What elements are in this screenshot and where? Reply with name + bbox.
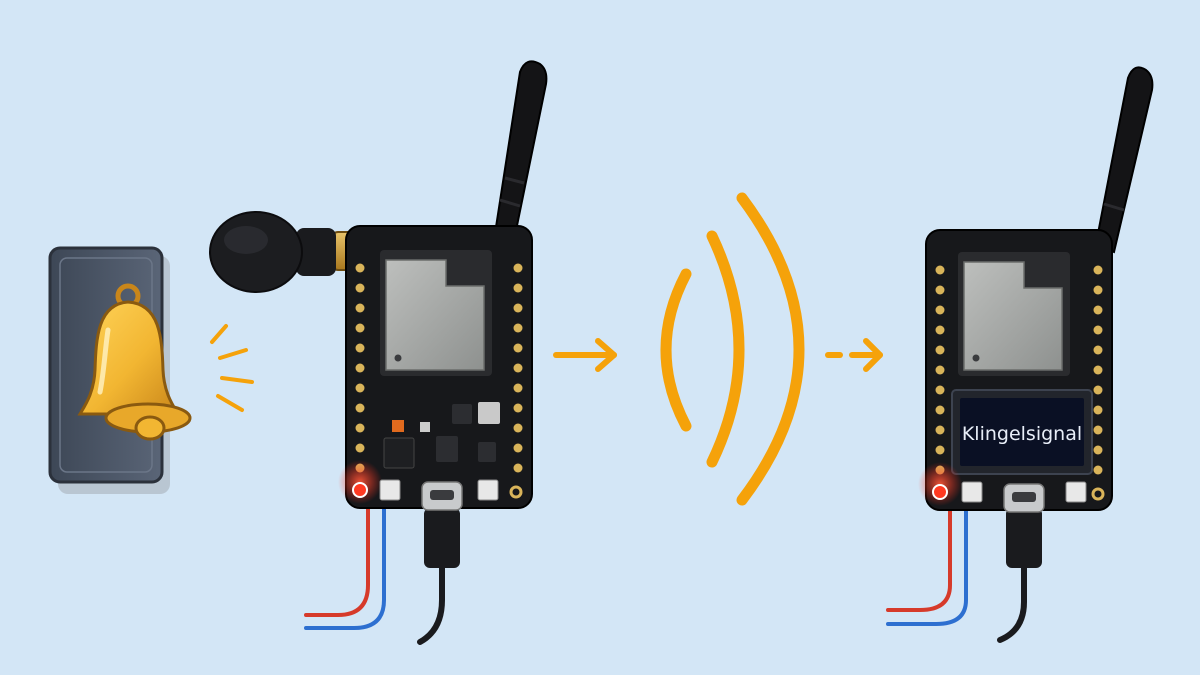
usb-port	[1003, 483, 1045, 513]
usb-cable	[417, 508, 460, 645]
receiver-board: Klingelsignal	[886, 66, 1154, 643]
pin-header-left	[355, 263, 365, 473]
power-wires	[304, 503, 386, 630]
radio-waves-icon	[660, 192, 805, 506]
usb-cable	[997, 508, 1042, 643]
power-wires	[886, 503, 968, 626]
status-led	[918, 462, 962, 506]
status-led	[338, 460, 382, 504]
transmitter-board	[209, 60, 548, 645]
wifi-module	[958, 252, 1070, 376]
bell-icon	[77, 283, 192, 441]
arrow-right-icon	[553, 338, 617, 372]
pin-header-right	[513, 263, 523, 473]
ring-lines-icon	[210, 324, 254, 412]
pin-header-right	[1093, 265, 1103, 475]
usb-port	[421, 481, 463, 511]
dashed-arrow-right-icon	[825, 338, 883, 372]
display-text: Klingelsignal	[962, 423, 1082, 445]
smd-components	[383, 402, 500, 469]
doorbell-button	[48, 246, 254, 494]
wifi-module	[380, 250, 492, 376]
oled-display: Klingelsignal	[951, 389, 1093, 475]
